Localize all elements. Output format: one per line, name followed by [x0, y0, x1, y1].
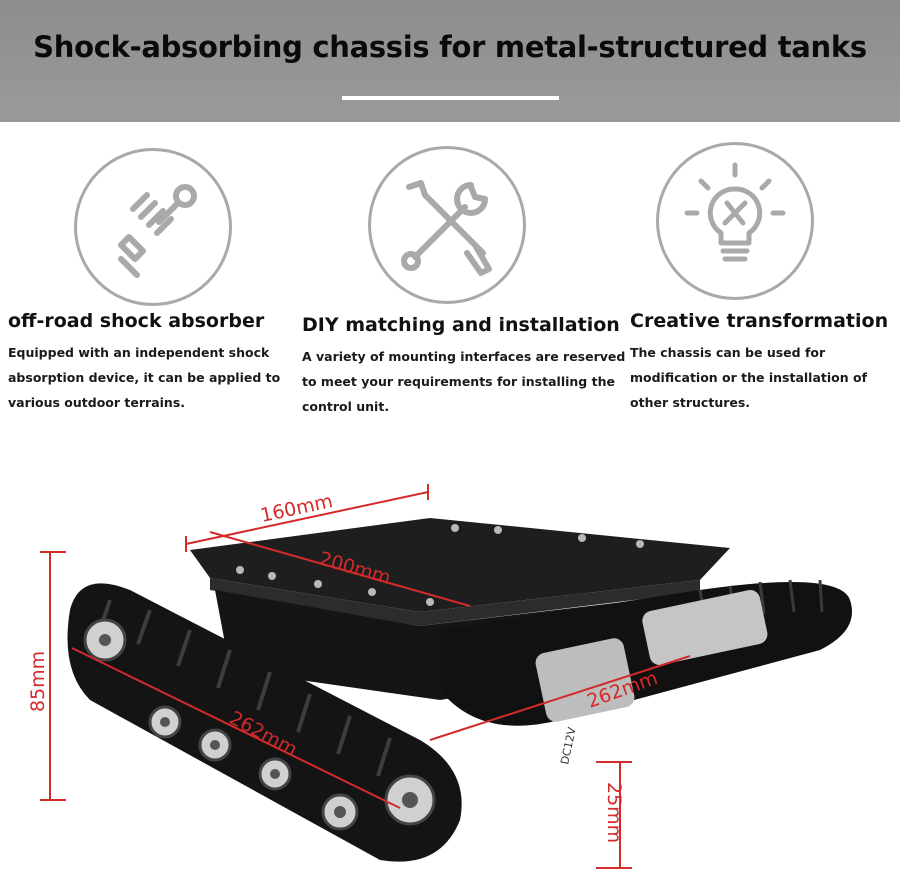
shock-absorber-icon: [74, 148, 232, 306]
lightbulb-icon: [656, 142, 814, 300]
feature-description: A variety of mounting interfaces are res…: [302, 349, 626, 414]
feature-description: The chassis can be used for modification…: [630, 345, 868, 410]
dimension-ground-clearance: 25mm: [603, 782, 625, 843]
dimension-lines: [40, 484, 691, 869]
top-plate: [190, 518, 730, 612]
feature-title: Creative transformation: [630, 310, 889, 332]
header-banner: Shock-absorbing chassis for metal-struct…: [0, 0, 900, 122]
drive-motor: DC12V: [535, 589, 768, 766]
dimension-height: 85mm: [27, 651, 49, 712]
motor-label: DC12V: [558, 726, 579, 766]
feature-description: Equipped with an independent shock absor…: [8, 345, 281, 410]
wrench-screwdriver-icon: [368, 146, 526, 304]
dimension-top-width: 160mm: [258, 490, 334, 527]
feature-title: DIY matching and installation: [302, 314, 620, 336]
title-underline: [342, 96, 559, 100]
tank-chassis-photo: DC12V: [27, 484, 852, 869]
left-track: [67, 583, 462, 862]
feature-title: off-road shock absorber: [8, 310, 265, 332]
page-title: Shock-absorbing chassis for metal-struct…: [33, 30, 867, 64]
